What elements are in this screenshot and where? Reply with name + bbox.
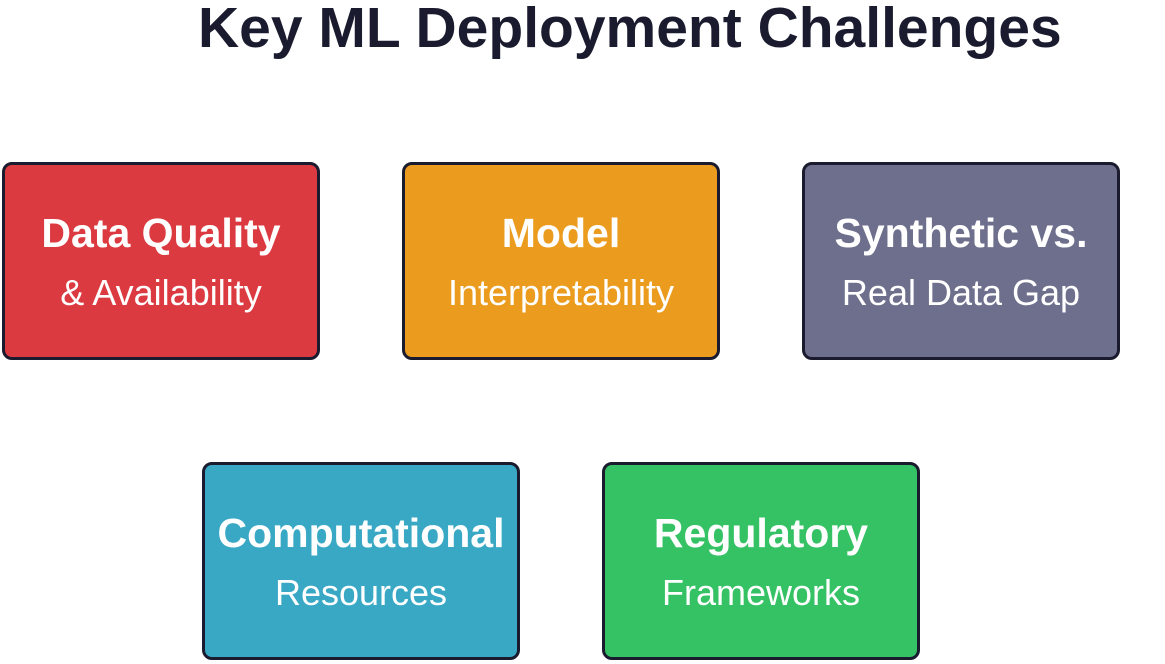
challenge-title: Synthetic vs. xyxy=(834,210,1088,256)
challenge-subtitle: Resources xyxy=(274,572,448,613)
challenge-subtitle: Frameworks xyxy=(661,572,861,613)
challenge-box-computational-resources: Computational Resources xyxy=(202,462,520,660)
challenge-box-synthetic-vs-real: Synthetic vs. Real Data Gap xyxy=(802,162,1120,360)
challenge-subtitle: Real Data Gap xyxy=(841,272,1081,313)
challenge-box-regulatory-frameworks: Regulatory Frameworks xyxy=(602,462,920,660)
challenge-title: Computational xyxy=(217,510,505,556)
challenge-subtitle: Interpretability xyxy=(447,272,675,313)
challenge-title: Regulatory xyxy=(653,510,869,556)
challenge-title: Model xyxy=(501,210,621,256)
challenge-subtitle: & Availability xyxy=(60,272,262,313)
diagram-title: Key ML Deployment Challenges xyxy=(198,0,1062,60)
challenge-box-model-interpretability: Model Interpretability xyxy=(402,162,720,360)
challenge-box-data-quality: Data Quality & Availability xyxy=(2,162,320,360)
challenge-title: Data Quality xyxy=(41,210,281,256)
